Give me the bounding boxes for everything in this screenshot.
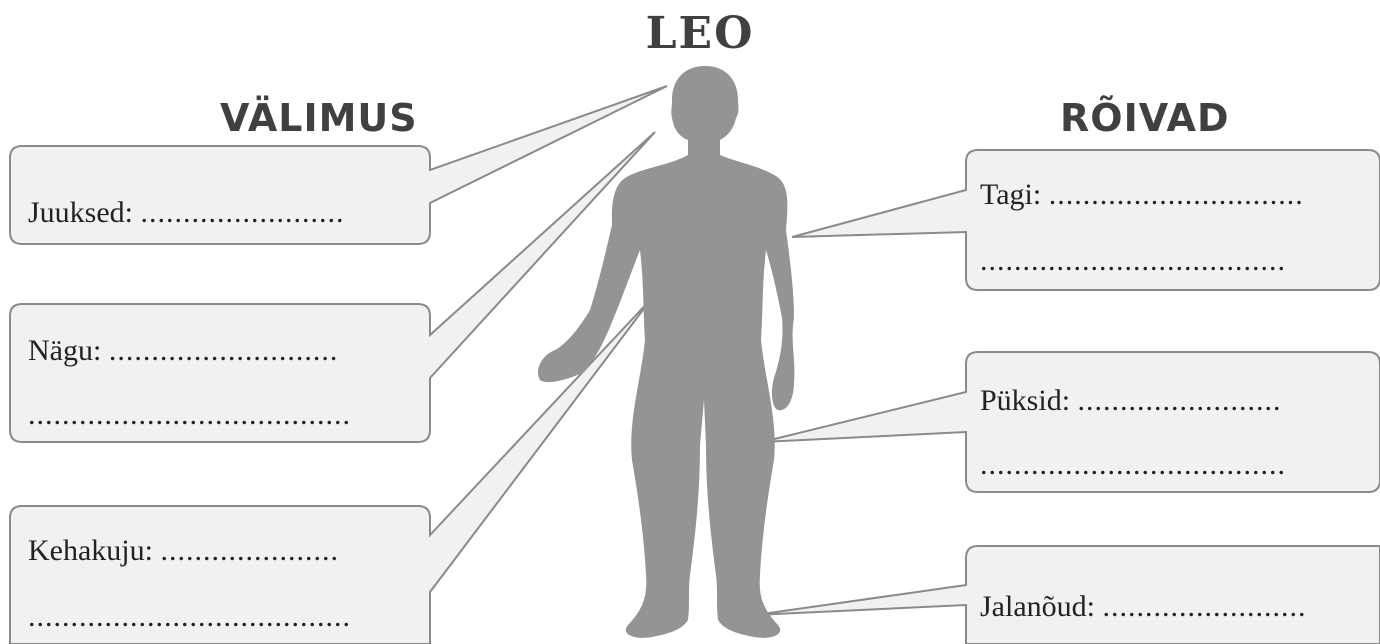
answer-line[interactable]: .............................. — [1048, 178, 1304, 211]
answer-line[interactable]: ........................ — [140, 196, 345, 229]
answer-line-nagu-2[interactable]: ...................................... — [28, 398, 351, 431]
section-heading-roivad: RÕIVAD — [1060, 96, 1230, 140]
field-label: Juuksed: — [28, 196, 133, 229]
field-label: Püksid: — [980, 384, 1071, 417]
field-kehakuju: Kehakuju: ..................... — [28, 534, 339, 568]
field-tagi: Tagi: .............................. — [980, 178, 1304, 212]
answer-line[interactable]: ..................... — [160, 534, 339, 567]
callout-box-puksid — [761, 351, 1380, 493]
answer-line[interactable]: ........................... — [108, 334, 339, 367]
callout-box-jalanoud — [754, 545, 1380, 644]
answer-line[interactable]: ........................ — [1077, 384, 1282, 417]
callout-box-tagi — [791, 149, 1380, 291]
answer-line-puksid-2[interactable]: .................................... — [980, 448, 1286, 481]
field-jalanoud: Jalanõud: ........................ — [980, 590, 1306, 624]
human-silhouette — [537, 66, 795, 638]
field-nagu: Nägu: ........................... — [28, 334, 338, 368]
section-heading-valimus: VÄLIMUS — [220, 96, 418, 140]
field-label: Jalanõud: — [980, 590, 1095, 623]
worksheet-title: LEO — [645, 8, 755, 59]
field-label: Tagi: — [980, 178, 1042, 211]
field-juuksed: Juuksed: ........................ — [28, 196, 345, 230]
answer-line-tagi-2[interactable]: .................................... — [980, 244, 1286, 277]
field-puksid: Püksid: ........................ — [980, 384, 1282, 418]
answer-line[interactable]: ........................ — [1102, 590, 1307, 623]
field-label: Kehakuju: — [28, 534, 153, 567]
callout-box-kehakuju — [9, 297, 653, 644]
callout-box-nagu — [9, 131, 656, 443]
answer-line-kehakuju-2[interactable]: ...................................... — [28, 600, 351, 633]
field-label: Nägu: — [28, 334, 102, 367]
callout-box-juuksed — [9, 85, 668, 245]
